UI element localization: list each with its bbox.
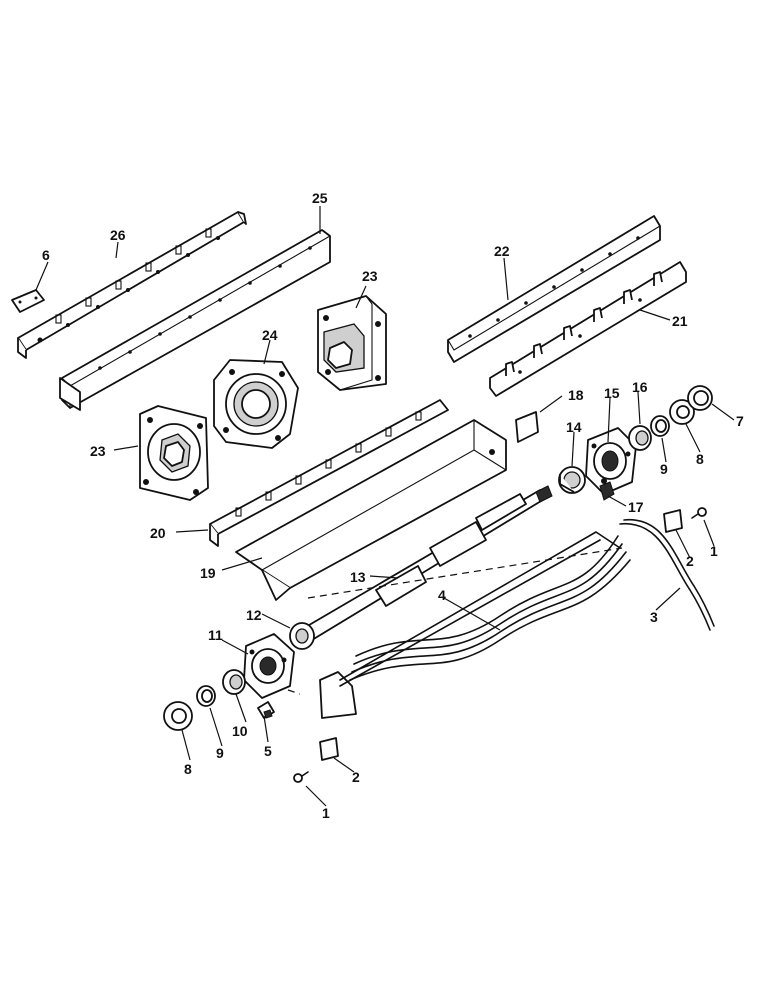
callout-9-right: 9 <box>660 461 668 477</box>
callout-19: 19 <box>200 565 216 581</box>
part-8-washer-left <box>163 701 193 731</box>
part-5-fitting <box>257 701 275 719</box>
callout-20: 20 <box>150 525 166 541</box>
part-21-toothed-rail <box>489 261 687 397</box>
part-1-bolt-left <box>293 771 309 783</box>
callout-18: 18 <box>568 387 584 403</box>
callout-23-left: 23 <box>90 443 106 459</box>
part-1-bolt-right <box>691 507 707 519</box>
part-15-flange-bearing <box>585 427 637 495</box>
callout-1-right: 1 <box>710 543 718 559</box>
part-7-washer <box>687 385 713 411</box>
callout-6: 6 <box>42 247 50 263</box>
part-19-channel <box>235 419 507 601</box>
part-13-shaft <box>303 485 553 641</box>
part-26-rail <box>17 211 247 359</box>
part-25-angle-bar <box>59 229 331 411</box>
callout-2-right: 2 <box>686 553 694 569</box>
callout-26: 26 <box>110 227 126 243</box>
part-2-plate-left <box>319 737 339 761</box>
callout-11: 11 <box>208 627 223 643</box>
callout-17: 17 <box>628 499 644 515</box>
callout-22: 22 <box>494 243 510 259</box>
part-4-bracket <box>319 531 631 719</box>
part-3-rod <box>619 519 715 631</box>
part-11-flange-bearing <box>243 633 295 699</box>
callout-21: 21 <box>672 313 688 329</box>
callout-7: 7 <box>736 413 744 429</box>
callout-5: 5 <box>264 743 272 759</box>
callout-3: 3 <box>650 609 658 625</box>
part-14-bushing <box>558 466 586 494</box>
part-6-plate <box>11 289 45 313</box>
callout-1-left: 1 <box>322 805 330 821</box>
callout-2-left: 2 <box>352 769 360 785</box>
part-22-rail <box>447 215 661 363</box>
callout-23-upper: 23 <box>362 268 378 284</box>
part-16-collar <box>628 425 652 451</box>
callout-8-right: 8 <box>696 451 704 467</box>
callout-9-left: 9 <box>216 745 224 761</box>
callout-16: 16 <box>632 379 648 395</box>
part-2-plate-right <box>663 509 683 533</box>
part-18-plate <box>515 411 539 443</box>
callout-25: 25 <box>312 190 328 206</box>
part-24-flange <box>213 359 299 449</box>
part-9-ring-left <box>196 685 216 707</box>
callout-12: 12 <box>246 607 262 623</box>
callout-labels: 26 6 25 23 24 23 20 19 22 21 18 14 15 16… <box>42 190 744 821</box>
part-10-collar <box>222 669 246 695</box>
callout-10: 10 <box>232 723 248 739</box>
callout-24: 24 <box>262 327 278 343</box>
leader-lines <box>35 206 735 807</box>
assembly-line <box>307 547 623 599</box>
callout-8-left: 8 <box>184 761 192 777</box>
callout-4: 4 <box>438 587 446 603</box>
part-17-fitting <box>599 478 615 501</box>
part-23-housing-upper <box>317 295 387 391</box>
part-9-ring-right <box>650 415 670 437</box>
assembly-line <box>287 689 301 695</box>
part-8-washer-right <box>669 399 695 425</box>
callout-15: 15 <box>604 385 620 401</box>
callout-13: 13 <box>350 569 366 585</box>
part-23-housing-left <box>139 405 209 501</box>
callout-14: 14 <box>566 419 582 435</box>
part-20-rail <box>209 399 449 547</box>
part-12-collar <box>289 622 315 650</box>
